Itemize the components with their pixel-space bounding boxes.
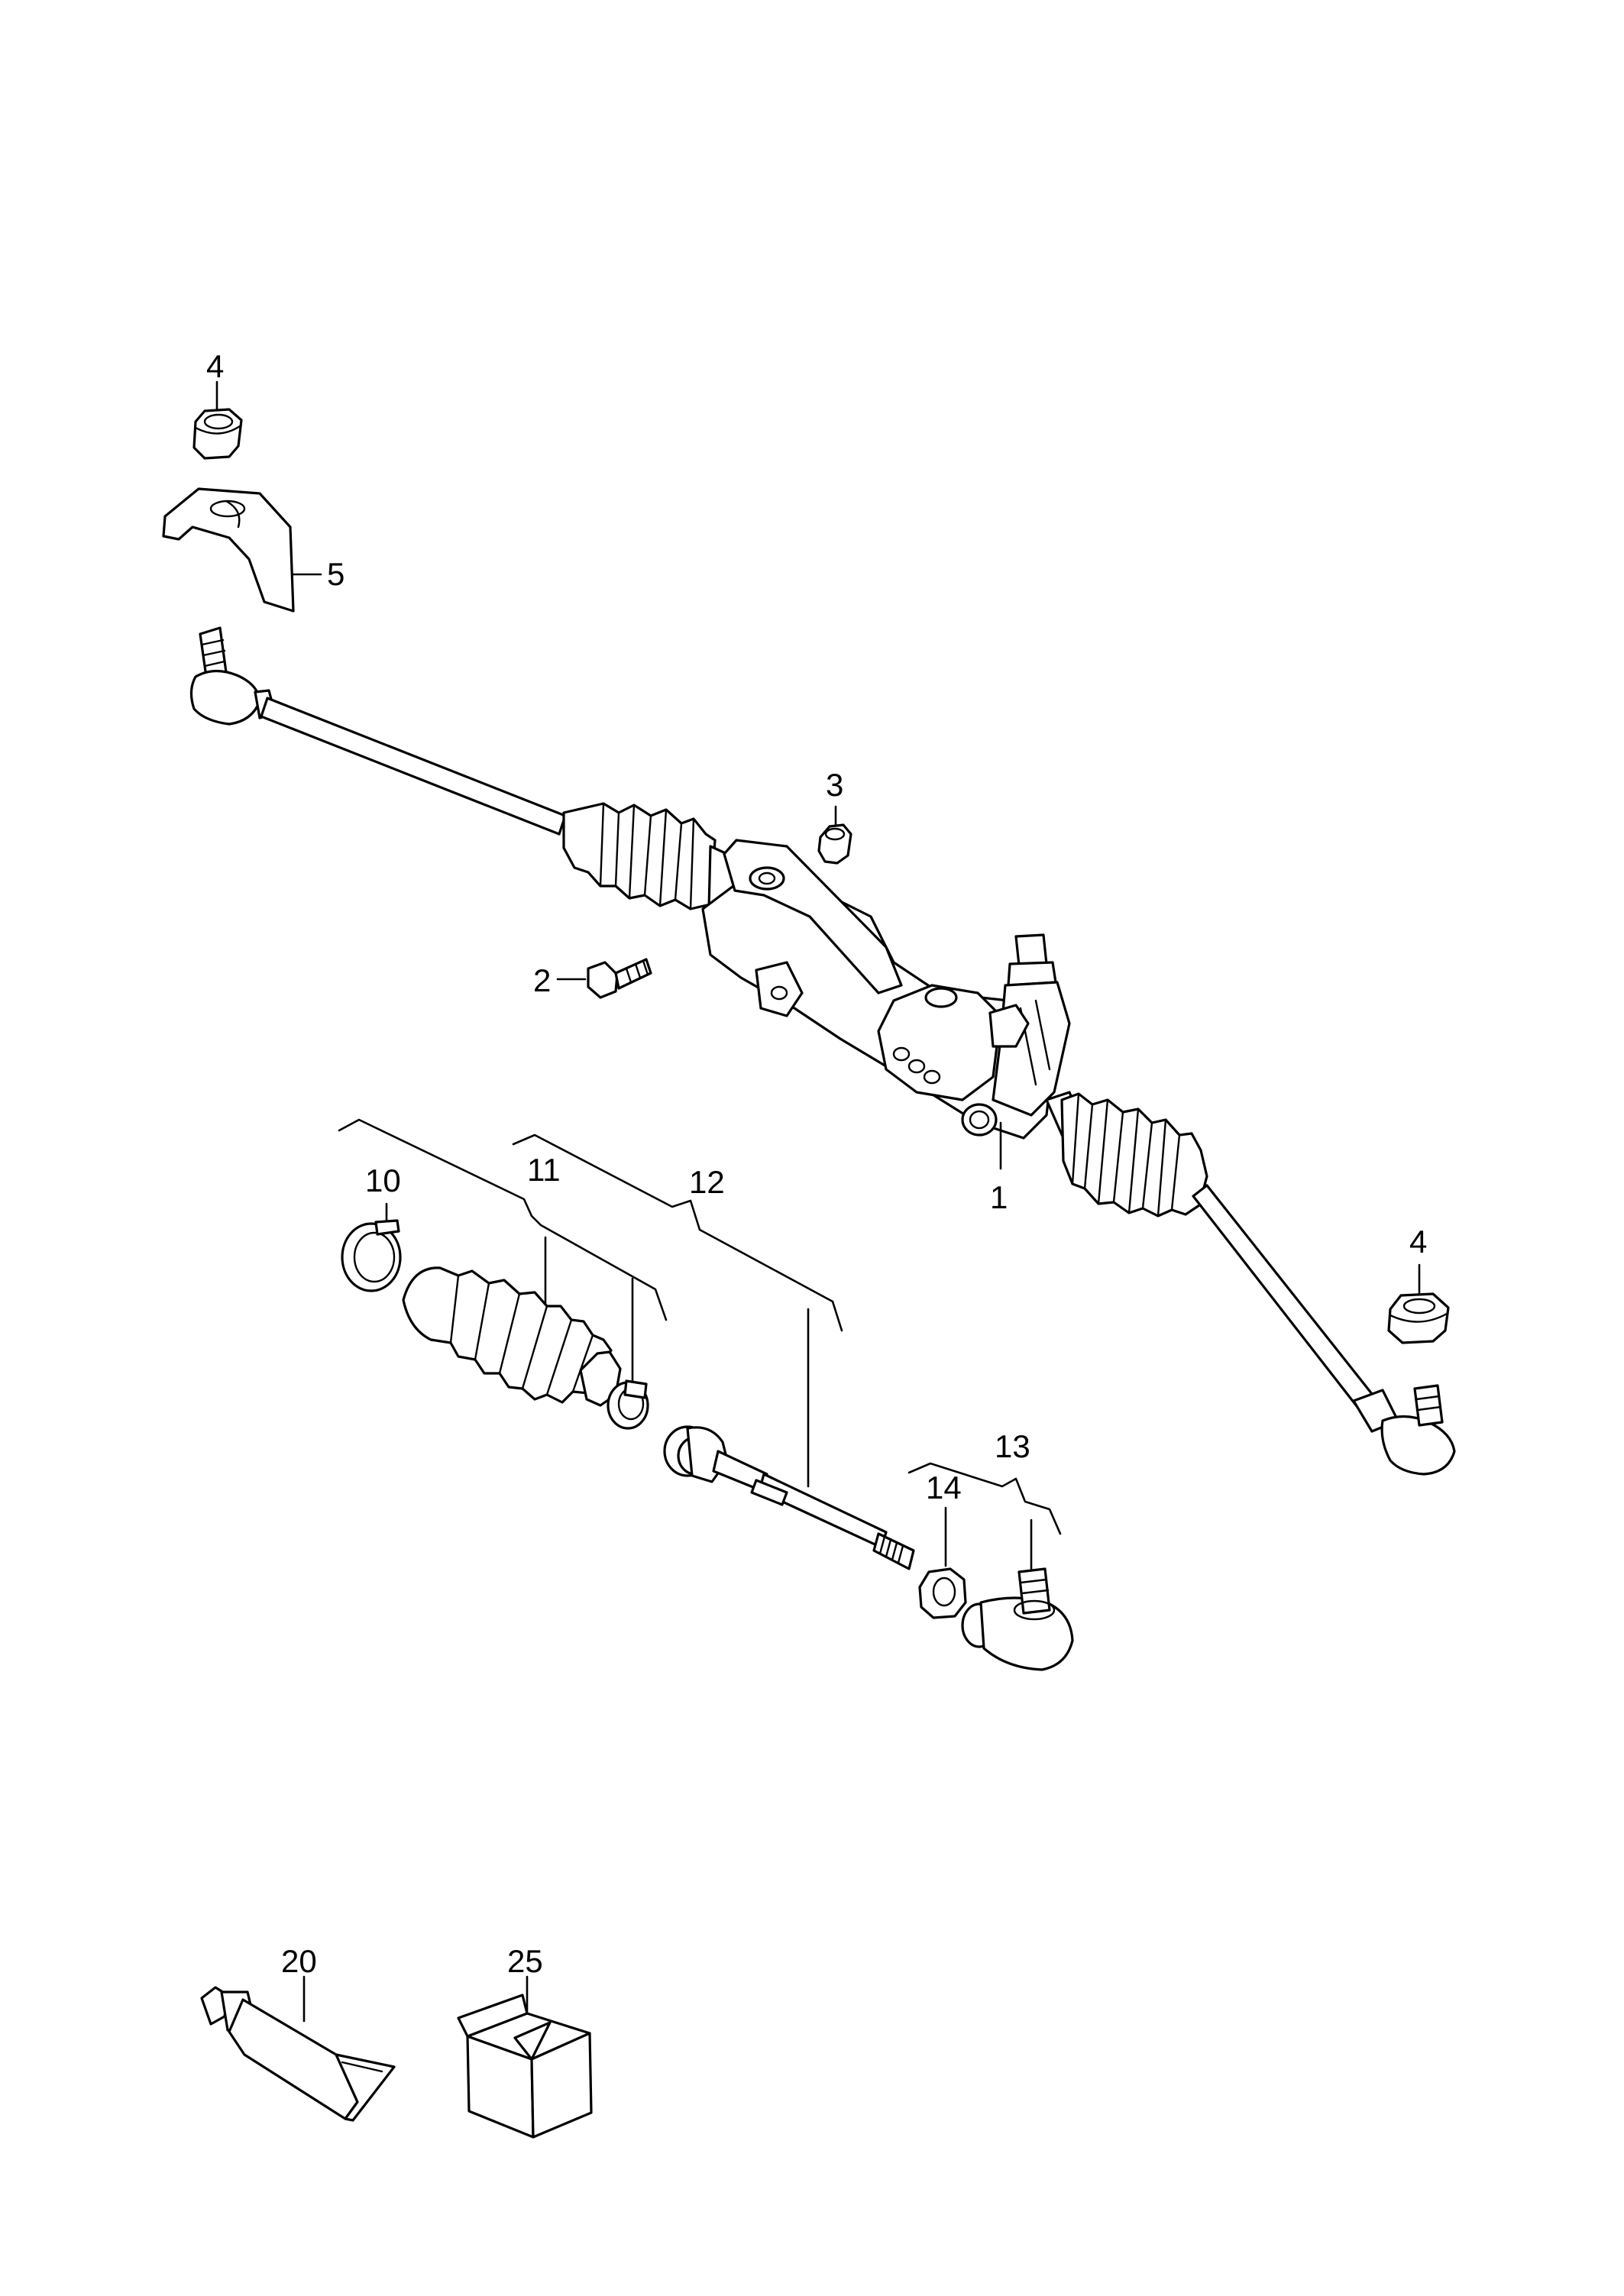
- callout-3: 3: [826, 767, 843, 803]
- inner-tie-rod-part-12: [663, 1425, 915, 1570]
- callout-2: 2: [533, 962, 551, 998]
- leader-bracket-13: [907, 1462, 1062, 1535]
- callout-14: 14: [926, 1470, 962, 1505]
- boot-part-11: [402, 1266, 622, 1407]
- leader-bracket-10-11: [338, 1118, 668, 1321]
- clamp-part-11-small: [607, 1379, 649, 1430]
- callout-10: 10: [365, 1163, 401, 1198]
- leader-bracket-12: [512, 1133, 843, 1332]
- tie-rod-right: [1192, 1184, 1377, 1412]
- callout-4-top: 4: [206, 348, 224, 384]
- clamp-part-10: [341, 1219, 402, 1292]
- callout-25: 25: [507, 1943, 543, 1979]
- callout-13: 13: [995, 1428, 1030, 1464]
- bolt-part-2: [587, 958, 652, 999]
- tie-rod-end-left: [189, 626, 277, 726]
- tie-rod-left: [260, 697, 567, 836]
- nut-part-14: [918, 1567, 967, 1619]
- callout-12: 12: [689, 1164, 725, 1200]
- callout-1: 1: [990, 1179, 1008, 1215]
- callout-4-right: 4: [1409, 1224, 1427, 1260]
- nut-part-4-top: [192, 408, 243, 460]
- bracket-part-5: [162, 487, 295, 613]
- nut-part-3: [817, 823, 852, 865]
- callout-20: 20: [281, 1943, 317, 1979]
- callout-5: 5: [327, 556, 345, 592]
- tie-rod-end-right: [1352, 1384, 1456, 1476]
- nut-part-4-right: [1387, 1292, 1450, 1344]
- callout-11: 11: [527, 1152, 561, 1188]
- grease-tube-part-20: [200, 1986, 396, 2122]
- outer-tie-rod-end-part-13: [961, 1567, 1074, 1671]
- steering-rack-housing-part-1: [562, 802, 1208, 1218]
- box-part-25: [457, 1994, 593, 2139]
